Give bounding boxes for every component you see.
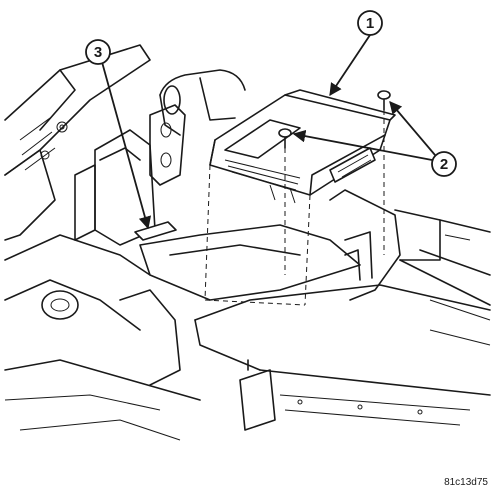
dash-panel [4, 44, 151, 241]
support-bracket [139, 189, 401, 301]
figure-code: 81c13d75 [444, 477, 488, 488]
callout-1: 1 [357, 10, 383, 36]
alignment-lines [204, 110, 385, 306]
callout-1-label: 1 [366, 15, 374, 32]
control-module [209, 89, 396, 204]
right-body-structure [394, 209, 491, 346]
callout-3: 3 [85, 39, 111, 65]
left-bracket [74, 104, 186, 246]
fastener-right [377, 90, 391, 111]
callout-2: 2 [431, 151, 457, 177]
lower-cross-panel [194, 284, 491, 431]
callout-3-label: 3 [94, 44, 102, 61]
mounting-pad [134, 221, 177, 241]
leader-lines [101, 34, 436, 230]
callout-2-label: 2 [440, 156, 448, 173]
fastener-left [278, 128, 292, 149]
left-floor-frame [4, 234, 201, 441]
steering-support-tube [159, 69, 246, 136]
